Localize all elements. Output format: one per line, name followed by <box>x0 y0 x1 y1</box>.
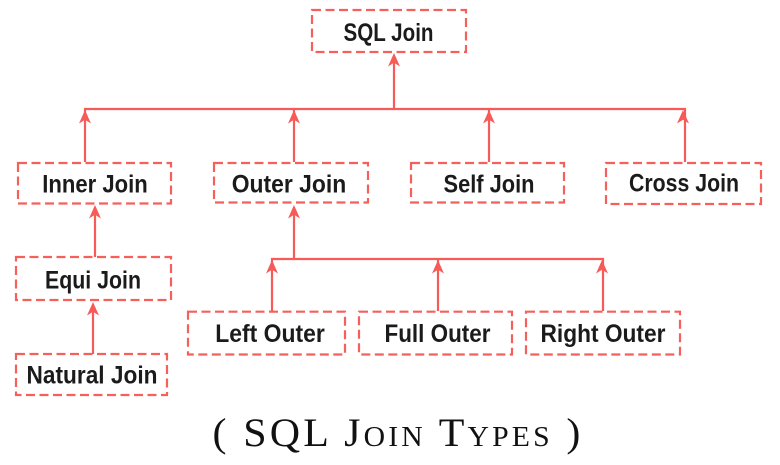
svg-text:Natural Join: Natural Join <box>27 362 158 390</box>
svg-text:SQL Join: SQL Join <box>344 19 434 47</box>
svg-text:Right Outer: Right Outer <box>541 320 666 348</box>
svg-text:Left Outer: Left Outer <box>215 320 325 348</box>
svg-text:Self Join: Self Join <box>444 171 535 199</box>
svg-text:Full Outer: Full Outer <box>385 320 491 348</box>
svg-text:Inner Join: Inner Join <box>42 171 148 199</box>
svg-text:Equi Join: Equi Join <box>45 267 141 295</box>
svg-text:Outer Join: Outer Join <box>232 171 347 199</box>
svg-text:( SQL Join Types ): ( SQL Join Types ) <box>212 410 583 455</box>
svg-text:Cross Join: Cross Join <box>629 170 739 198</box>
